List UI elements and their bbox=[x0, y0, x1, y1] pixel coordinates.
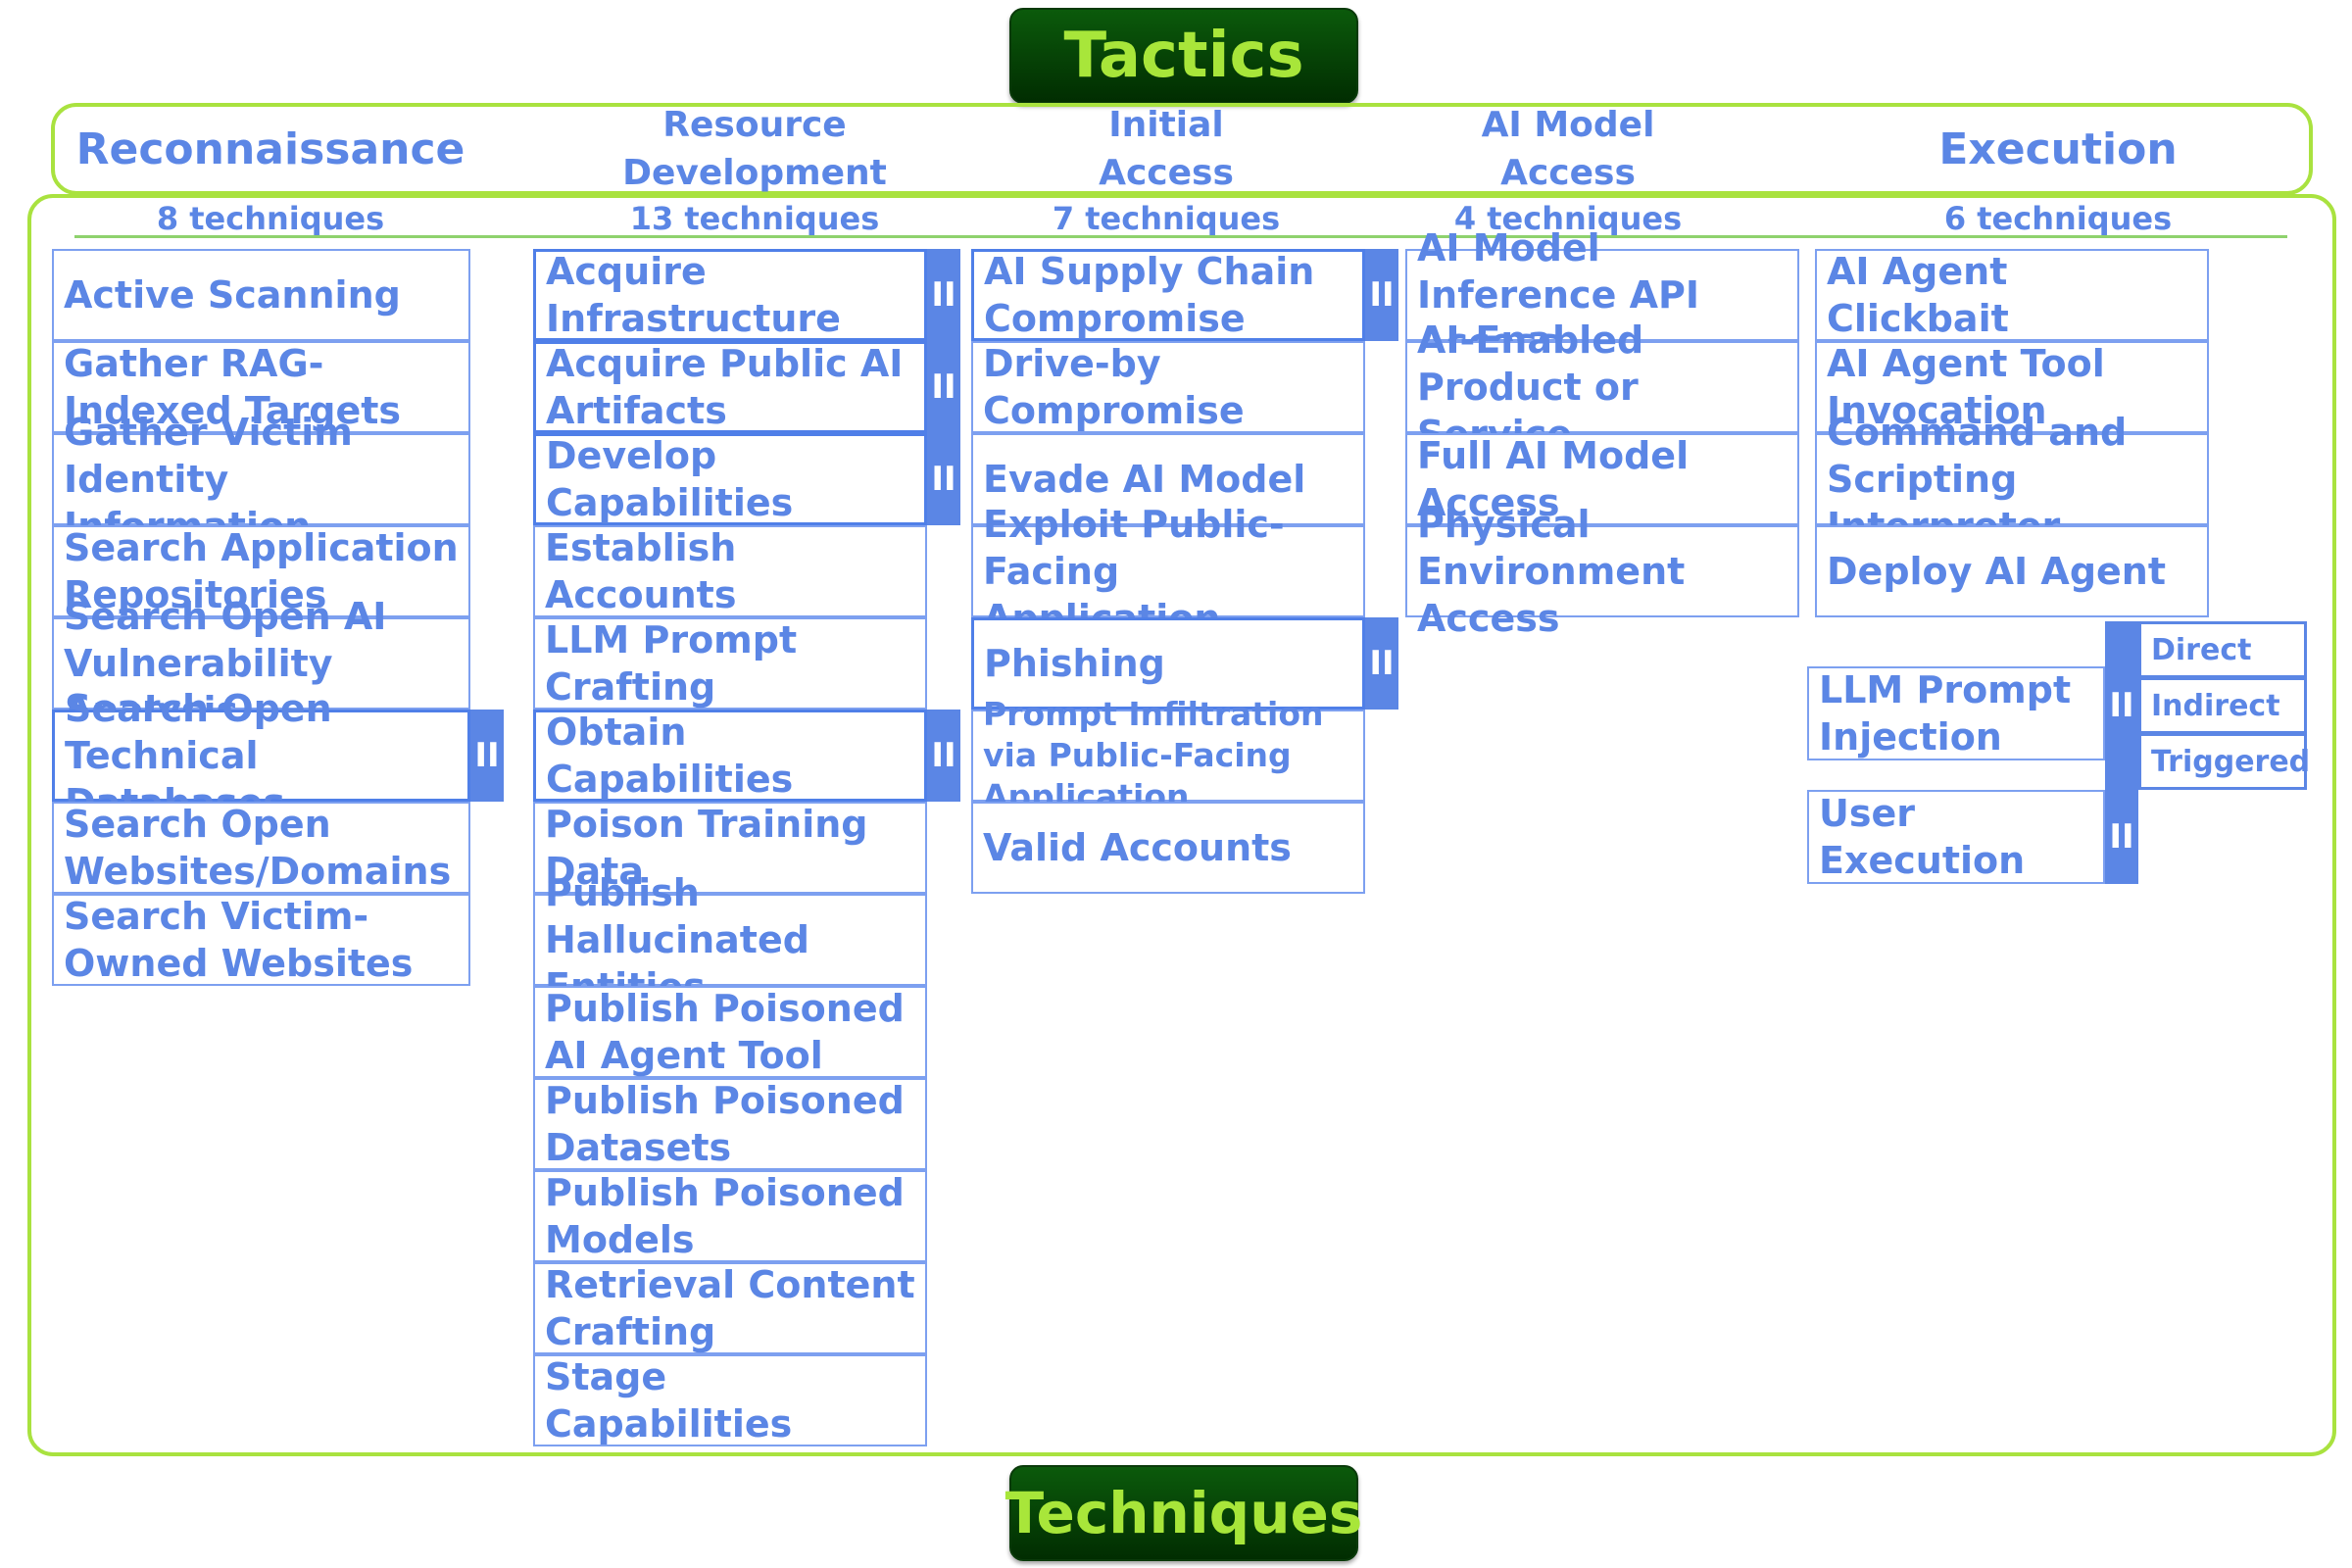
technique-ai-agent-clickbait[interactable]: AI Agent Clickbait bbox=[1815, 249, 2209, 341]
subtechnique-toggle[interactable]: II bbox=[470, 710, 504, 802]
technique-user-execution[interactable]: User Execution bbox=[1807, 790, 2105, 884]
techniques-title: Techniques bbox=[1005, 1465, 1362, 1561]
technique-acquire-infrastructure[interactable]: Acquire Infrastructure bbox=[533, 249, 927, 341]
technique-prompt-infiltration[interactable]: Prompt Infiltration via Public-Facing Ap… bbox=[971, 695, 1365, 815]
technique-ai-agent-tool-invocation[interactable]: AI Agent Tool Invocation bbox=[1815, 341, 2209, 433]
subtechnique-toggle[interactable]: II bbox=[927, 341, 960, 433]
technique-command-and-scripting-interpreter[interactable]: Command and Scripting Interpreter bbox=[1815, 411, 2209, 548]
technique-full-ai-model-access[interactable]: Full AI Model Access bbox=[1405, 433, 1799, 525]
technique-exploit-public-facing-application[interactable]: Exploit Public-Facing Application bbox=[971, 503, 1365, 640]
technique-poison-training-data[interactable]: Poison Training Data bbox=[533, 802, 927, 894]
technique-search-victim-owned-websites[interactable]: Search Victim-Owned Websites bbox=[52, 894, 470, 986]
tactics-frame bbox=[51, 103, 2313, 195]
subtechnique-toggle[interactable]: II bbox=[2105, 790, 2138, 884]
technique-stage-capabilities[interactable]: Stage Capabilities bbox=[533, 1354, 927, 1446]
technique-publish-poisoned-ai-agent-tool[interactable]: Publish Poisoned AI Agent Tool bbox=[533, 986, 927, 1078]
subtechnique-toggle[interactable]: II bbox=[1365, 617, 1398, 710]
technique-establish-accounts[interactable]: Establish Accounts bbox=[533, 525, 927, 617]
subtechnique-toggle[interactable]: II bbox=[927, 249, 960, 341]
tactic-execution: Execution bbox=[1938, 123, 2178, 174]
technique-valid-accounts[interactable]: Valid Accounts bbox=[971, 802, 1365, 894]
technique-gather-rag-indexed-targets[interactable]: Gather RAG-Indexed Targets bbox=[52, 341, 470, 433]
technique-drive-by-compromise[interactable]: Drive-by Compromise bbox=[971, 341, 1365, 433]
technique-publish-poisoned-models[interactable]: Publish Poisoned Models bbox=[533, 1170, 927, 1262]
tactic-resource-development: Resource Development bbox=[622, 105, 887, 193]
technique-ai-supply-chain-compromise[interactable]: AI Supply Chain Compromise bbox=[971, 249, 1365, 341]
subtechnique-direct[interactable]: Direct bbox=[2138, 621, 2307, 678]
subtechnique-toggle[interactable]: II bbox=[927, 433, 960, 525]
count-execution: 6 techniques bbox=[1943, 200, 2173, 237]
subtechnique-triggered[interactable]: Triggered bbox=[2138, 733, 2310, 790]
technique-acquire-public-ai-artifacts[interactable]: Acquire Public AI Artifacts bbox=[533, 341, 927, 433]
technique-evade-ai-model[interactable]: Evade AI Model bbox=[971, 433, 1365, 525]
count-initial-access: 7 techniques bbox=[1052, 200, 1281, 237]
technique-deploy-ai-agent[interactable]: Deploy AI Agent bbox=[1815, 525, 2209, 617]
count-ai-model-access: 4 techniques bbox=[1453, 200, 1683, 237]
tactics-title: Tactics bbox=[1009, 8, 1358, 104]
technique-phishing[interactable]: Phishing bbox=[971, 617, 1365, 710]
techniques-frame bbox=[27, 194, 2336, 1456]
count-divider bbox=[74, 235, 2287, 238]
subtechnique-toggle[interactable]: II bbox=[1365, 249, 1398, 341]
count-resource-development: 13 techniques bbox=[629, 200, 880, 237]
technique-active-scanning[interactable]: Active Scanning bbox=[52, 249, 470, 341]
technique-gather-victim-identity-information[interactable]: Gather Victim Identity Information bbox=[52, 411, 470, 548]
technique-llm-prompt-injection[interactable]: LLM Prompt Injection bbox=[1807, 666, 2105, 760]
technique-physical-environment-access[interactable]: Physical Environment Access bbox=[1405, 503, 1799, 640]
tactic-initial-access: Initial Access bbox=[1099, 105, 1234, 193]
subtechnique-indirect[interactable]: Indirect bbox=[2138, 677, 2307, 734]
technique-search-open-technical-databases[interactable]: Search Open Technical Databases bbox=[52, 687, 470, 824]
tactic-ai-model-access: AI Model Access bbox=[1481, 105, 1655, 193]
technique-llm-prompt-crafting[interactable]: LLM Prompt Crafting bbox=[533, 617, 927, 710]
technique-search-open-ai-vulnerability-analysis[interactable]: Search Open AI Vulnerability Analysis bbox=[52, 595, 470, 732]
technique-retrieval-content-crafting[interactable]: Retrieval Content Crafting bbox=[533, 1262, 927, 1354]
subtechnique-toggle[interactable]: II bbox=[2105, 621, 2138, 790]
tactic-reconnaissance: Reconnaissance bbox=[75, 123, 466, 174]
technique-search-open-websites-domains[interactable]: Search Open Websites/Domains bbox=[52, 802, 470, 894]
technique-publish-poisoned-datasets[interactable]: Publish Poisoned Datasets bbox=[533, 1078, 927, 1170]
technique-develop-capabilities[interactable]: Develop Capabilities bbox=[533, 433, 927, 525]
technique-ai-enabled-product-or-service[interactable]: AI-Enabled Product or Service bbox=[1405, 318, 1799, 456]
subtechnique-toggle[interactable]: II bbox=[927, 710, 960, 802]
technique-search-application-repositories[interactable]: Search Application Repositories bbox=[52, 525, 470, 617]
technique-obtain-capabilities[interactable]: Obtain Capabilities bbox=[533, 710, 927, 802]
count-reconnaissance: 8 techniques bbox=[156, 200, 385, 237]
technique-publish-hallucinated-entities[interactable]: Publish Hallucinated Entities bbox=[533, 871, 927, 1008]
